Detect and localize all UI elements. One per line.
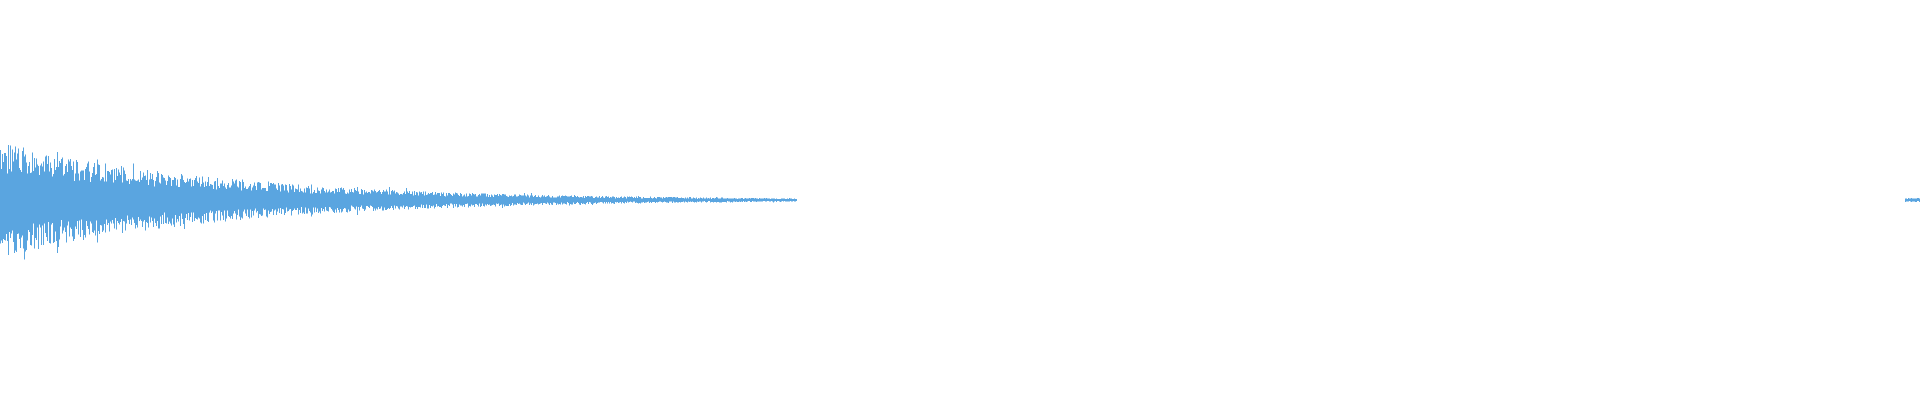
waveform-path	[0, 144, 1920, 260]
waveform-strokes	[0, 144, 1920, 260]
